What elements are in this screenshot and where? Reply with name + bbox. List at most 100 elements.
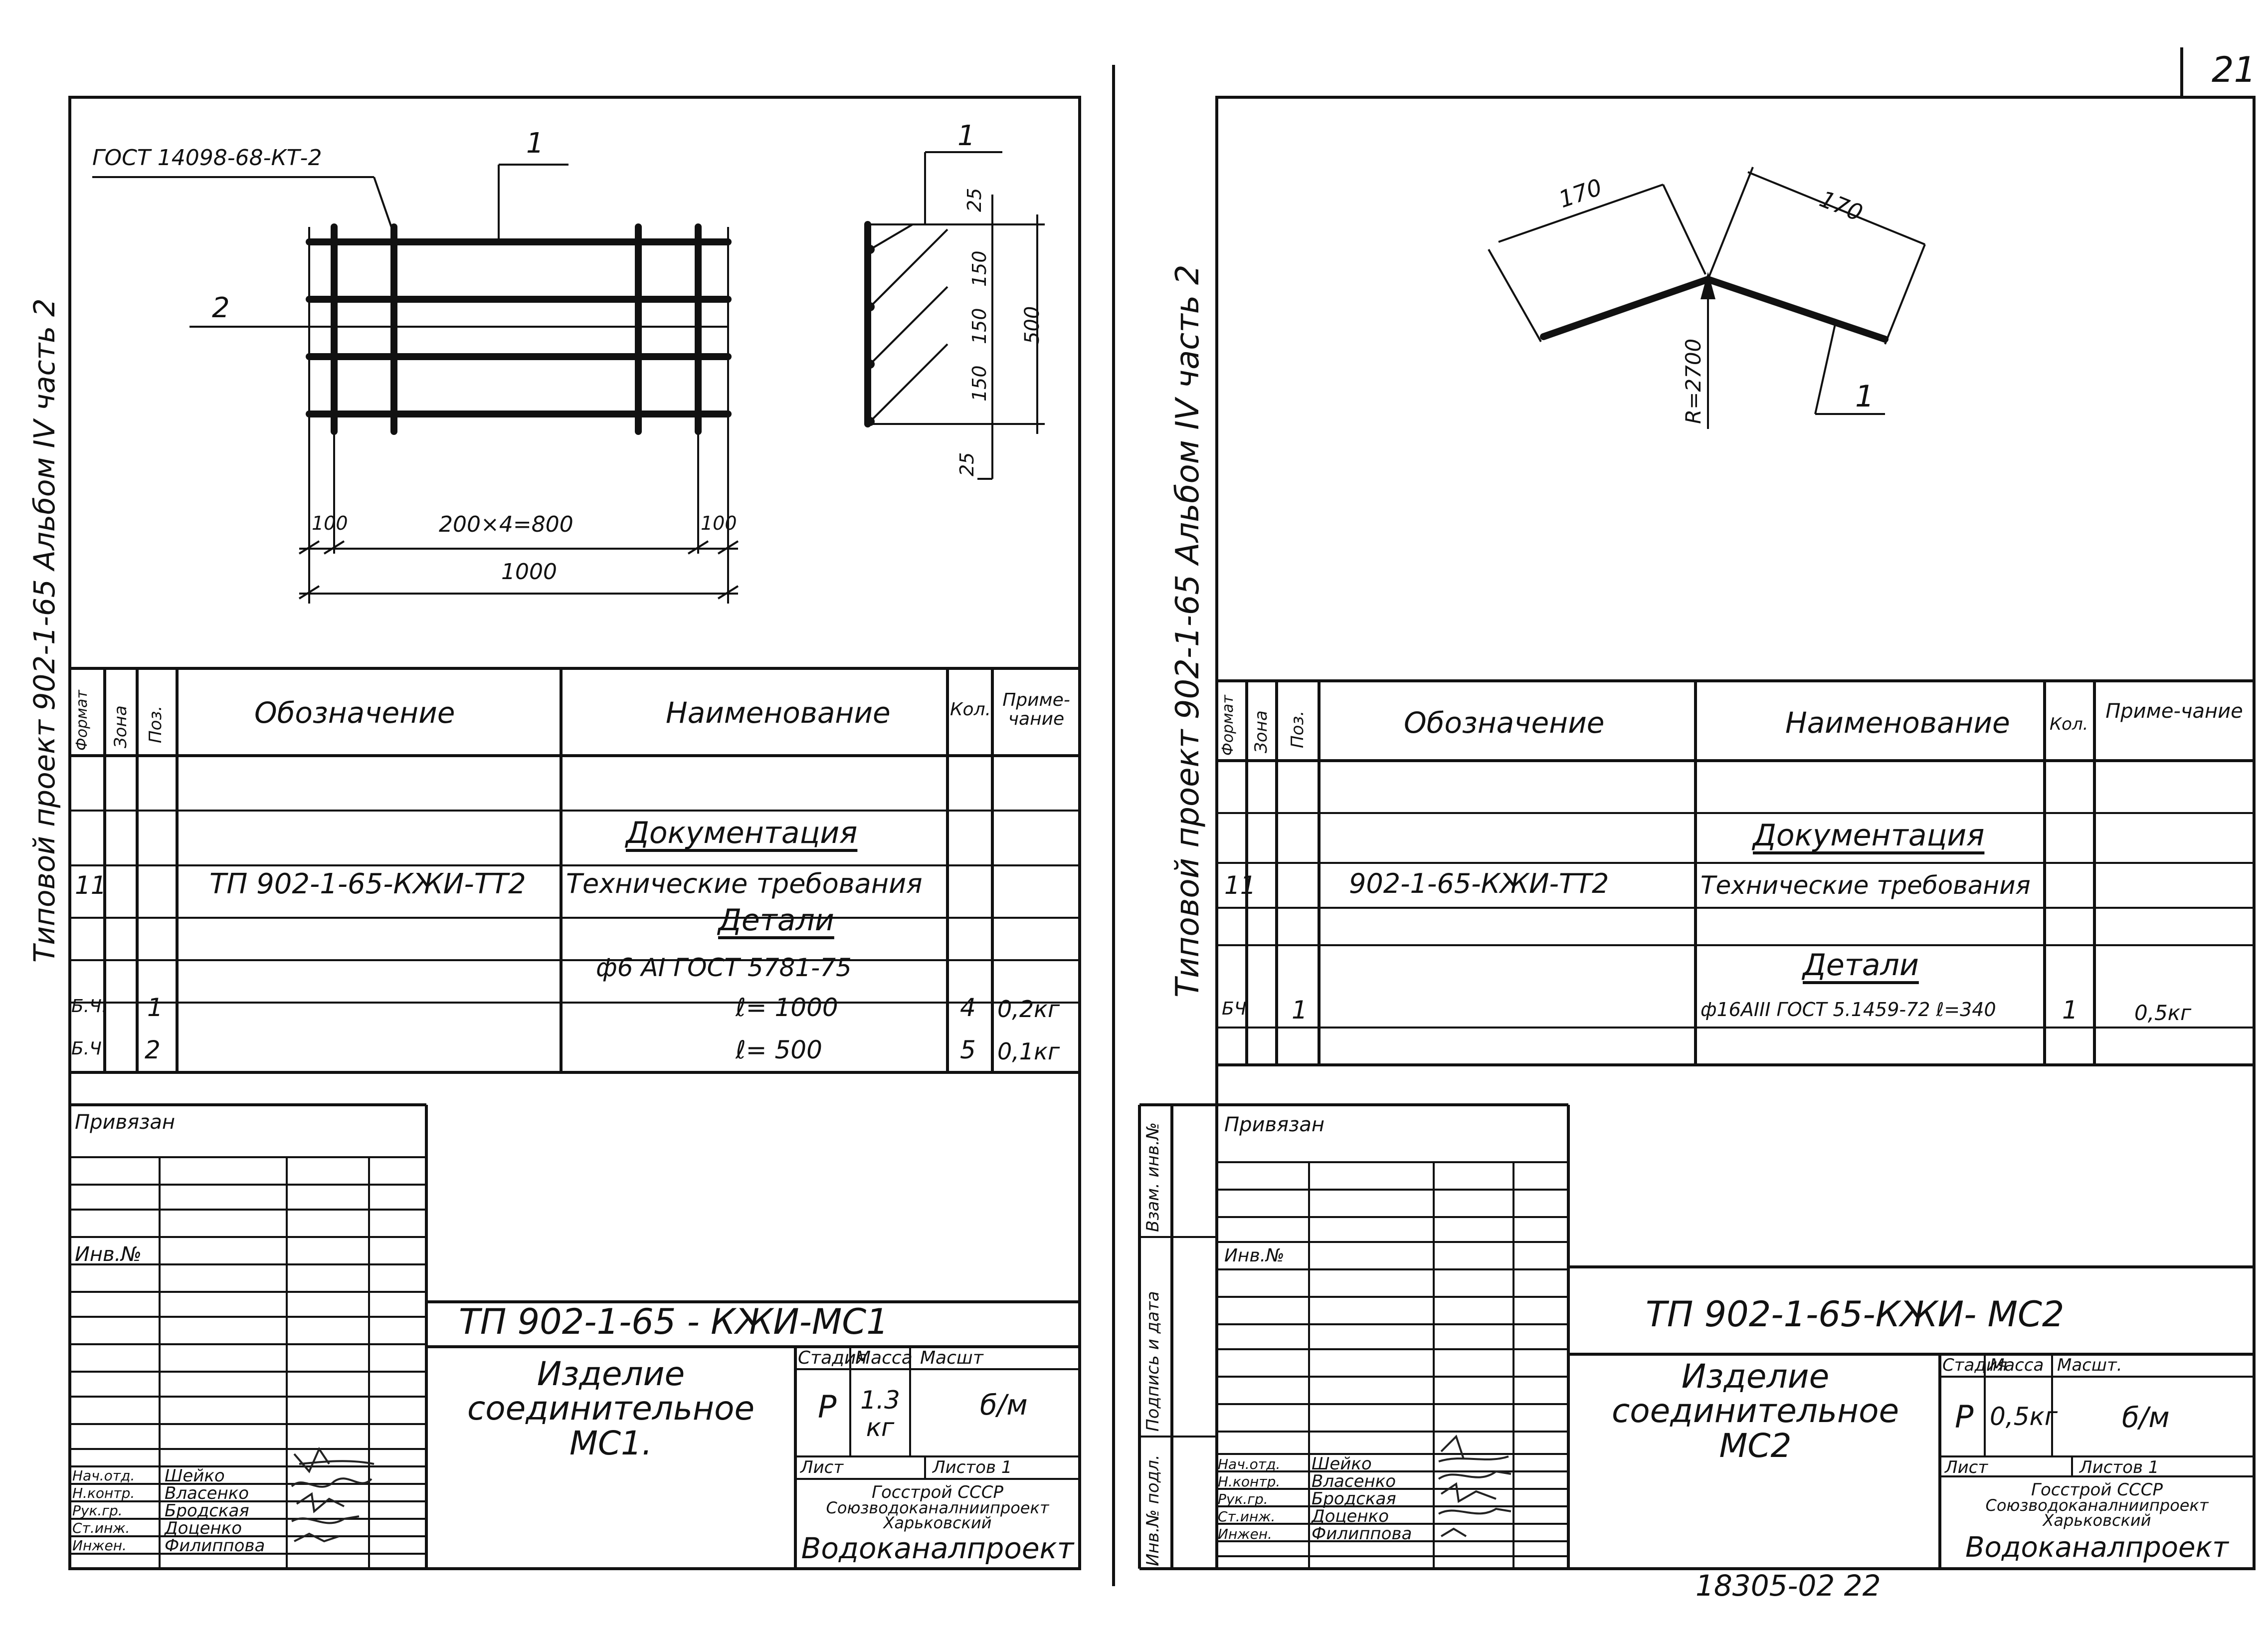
left-dim-150c: 150 [968, 365, 990, 402]
left-section-pos1: 1 [957, 120, 975, 152]
right-person-2: Власенко [1312, 1471, 1396, 1491]
right-org-line2: Союзводоканалниипроект [1985, 1496, 2209, 1515]
right-person-4: Доценко [1312, 1506, 1389, 1526]
right-product-name: Изделие соединительное МС2 [1611, 1357, 1899, 1465]
left-stage-value: Р [818, 1389, 837, 1425]
left-inv-no: Инв.№ [75, 1243, 142, 1266]
left-row2-pos: 1 [147, 993, 163, 1022]
left-section-parts: Детали [718, 903, 834, 938]
left-gost-callout: ГОСТ 14098-68-КТ-2 [92, 145, 322, 171]
right-section-documentation: Документация [1753, 818, 1985, 853]
left-dim-150a: 150 [968, 250, 990, 287]
right-header-note: Приме-чание [2105, 700, 2243, 723]
left-role-3: Рук.гр. [72, 1502, 123, 1519]
right-person-1: Шейко [1312, 1454, 1372, 1474]
left-org-line4: Водоканалпроект [801, 1531, 1074, 1565]
right-section-parts: Детали [1803, 948, 1919, 983]
left-dim-500: 500 [1021, 306, 1044, 344]
right-header-zone: Зона [1251, 710, 1271, 753]
left-row3-pos: 2 [145, 1035, 161, 1064]
left-dim-25a: 25 [963, 188, 985, 212]
left-role-4: Ст.инж. [72, 1520, 130, 1536]
left-privyazan: Привязан [75, 1111, 176, 1134]
left-stage-label: Стадия [798, 1348, 867, 1368]
left-row1-name: Технические требования [566, 868, 923, 899]
right-role-3: Рук.гр. [1218, 1491, 1268, 1507]
left-dim-800: 200×4=800 [439, 512, 573, 537]
right-mass-label: Масса [1990, 1355, 2044, 1375]
right-person-5: Филиппова [1312, 1524, 1412, 1544]
right-drawing-code: ТП 902-1-65-КЖИ- МС2 [1646, 1294, 2065, 1335]
left-header-format: Формат [73, 690, 91, 751]
left-material: ф6 АI ГОСТ 5781-75 [596, 953, 852, 982]
left-row2-mass: 0,2кг [997, 996, 1060, 1023]
right-header-format: Формат [1219, 695, 1237, 756]
right-role-2: Н.контр. [1218, 1473, 1281, 1490]
right-scale-label: Масшт. [2057, 1355, 2122, 1375]
left-mass-label: Масса [855, 1348, 913, 1368]
left-row3-length: ℓ= 500 [736, 1035, 822, 1064]
right-row1-designation: 902-1-65-КЖИ-ТТ2 [1349, 868, 1609, 899]
left-org-line2: Союзводоканалниипроект [826, 1498, 1049, 1517]
left-header-qty: Кол. [950, 699, 991, 720]
left-dim-1000: 1000 [501, 559, 557, 585]
left-section-documentation: Документация [626, 816, 858, 850]
left-row3-qty: 5 [960, 1035, 976, 1064]
right-stage-value: Р [1955, 1399, 1974, 1435]
right-radius: R=2700 [1681, 338, 1705, 424]
right-pos1-callout: 1 [1855, 379, 1875, 414]
left-drawing-code: ТП 902-1-65 - КЖИ-МС1 [459, 1301, 889, 1342]
right-privyazan: Привязан [1224, 1113, 1325, 1136]
left-header-name: Наименование [666, 696, 891, 730]
left-row1-designation: ТП 902-1-65-КЖИ-ТТ2 [209, 868, 526, 900]
right-mass-value: 0,5кг [1990, 1402, 2058, 1431]
right-header-pos: Поз. [1288, 710, 1308, 748]
right-stage-label: Стадия [1942, 1355, 2008, 1375]
right-row2-format: БЧ [1222, 999, 1247, 1019]
left-row3-format: Б.Ч [71, 1038, 102, 1059]
left-person-5: Филиппова [165, 1536, 265, 1556]
left-dim-25b: 25 [956, 452, 978, 476]
left-person-1: Шейко [165, 1466, 225, 1486]
left-side-label: Типовой проект 902-1-65 Альбом IV часть … [27, 298, 61, 963]
right-row2-qty: 1 [2062, 996, 2078, 1025]
left-row2-qty: 4 [960, 993, 976, 1022]
left-dim-100a: 100 [312, 512, 348, 534]
right-stamp-podpis: Подпись и дата [1143, 1291, 1163, 1432]
right-role-1: Нач.отд. [1218, 1456, 1281, 1472]
left-header-note: Приме-чание [1002, 690, 1070, 729]
left-person-4: Доценко [165, 1518, 242, 1538]
right-sheet-label: Лист [1945, 1457, 1988, 1477]
left-role-5: Инжен. [72, 1537, 127, 1554]
right-person-3: Бродская [1312, 1489, 1396, 1509]
right-row2-pos: 1 [1292, 996, 1308, 1025]
left-person-2: Власенко [165, 1483, 249, 1503]
left-dim-100b: 100 [701, 512, 737, 534]
right-header-qty: Кол. [2050, 714, 2088, 734]
right-row1-format: 11 [1224, 871, 1256, 900]
left-header-pos: Поз. [146, 705, 166, 743]
right-stamp-inv-podl: Инв.№ подл. [1143, 1454, 1163, 1566]
left-row2-format: Б.Ч. [71, 996, 108, 1017]
left-org-line1: Госстрой СССР [872, 1482, 1003, 1502]
right-org-line3: Харьковский [2043, 1511, 2151, 1530]
right-stamp-vzam: Взам. инв.№ [1143, 1122, 1163, 1232]
left-pos2-callout: 2 [212, 292, 230, 324]
right-role-4: Ст.инж. [1218, 1508, 1276, 1525]
right-sheets-label: Листов 1 [2079, 1457, 2159, 1477]
right-header-name: Наименование [1785, 706, 2010, 740]
left-row3-mass: 0,1кг [997, 1038, 1060, 1065]
right-row2-mass: 0,5кг [2134, 1001, 2192, 1025]
left-scale-value: б/м [980, 1389, 1028, 1422]
left-pos1-callout: 1 [526, 127, 544, 160]
left-person-3: Бродская [165, 1501, 249, 1521]
right-role-5: Инжен. [1218, 1526, 1272, 1542]
left-dim-150b: 150 [968, 308, 990, 344]
left-header-zone: Зона [111, 705, 131, 748]
left-org-line3: Харьковский [883, 1513, 992, 1532]
page-number: 21 [2212, 49, 2257, 90]
left-role-2: Н.контр. [72, 1485, 135, 1501]
left-mass-value: 1.3 кг [860, 1386, 900, 1442]
